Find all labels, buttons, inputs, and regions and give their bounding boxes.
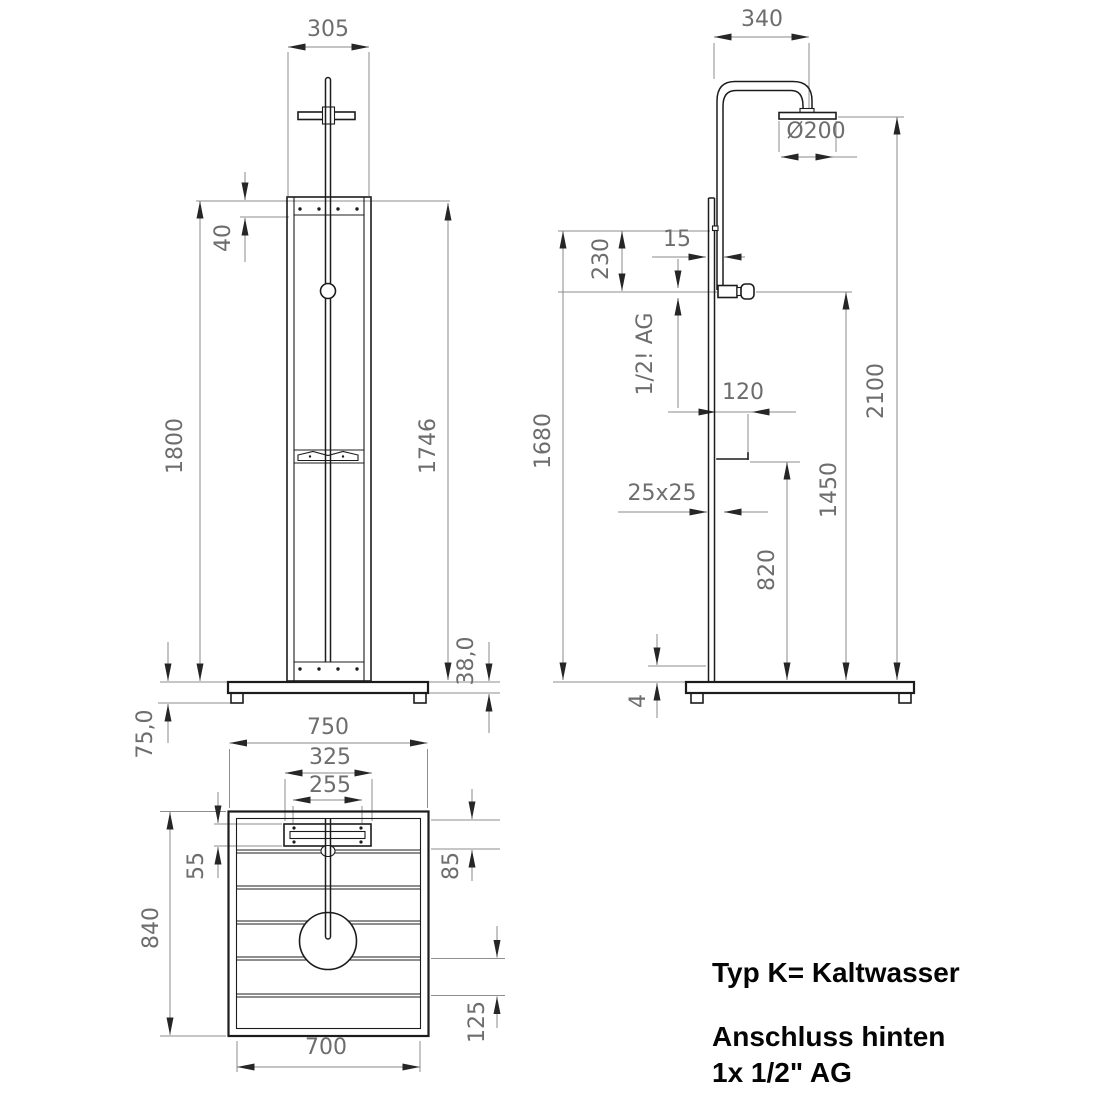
dim-front-width: 305 xyxy=(307,17,349,42)
dim-side-pipe-offset: 15 xyxy=(663,227,691,252)
front-extension-lines xyxy=(158,52,500,704)
top-platform-outline xyxy=(227,810,430,1038)
front-structure xyxy=(226,76,430,704)
dim-side-valve-height: 1450 xyxy=(817,462,842,518)
dim-side-riser-height: 1680 xyxy=(531,413,556,469)
note-type: Typ K= Kaltwasser xyxy=(712,957,960,988)
dim-side-head-diameter: Ø200 xyxy=(786,119,845,144)
front-view: 305 40 1800 1746 38,0 75,0 xyxy=(133,17,500,758)
top-post-clamp xyxy=(320,844,336,858)
dim-front-base-height: 75,0 xyxy=(133,710,158,759)
dim-top-bracket-width: 325 xyxy=(309,745,351,770)
dim-side-outlet-height: 820 xyxy=(755,549,780,591)
side-valve-knob xyxy=(740,283,755,300)
dim-front-inset: 40 xyxy=(211,224,236,252)
front-foot-left xyxy=(230,692,244,704)
dim-side-overhang: 340 xyxy=(741,7,783,32)
dim-top-inner-width: 700 xyxy=(305,1035,347,1060)
dim-top-hole-spacing: 255 xyxy=(309,773,351,798)
top-structure xyxy=(227,810,430,1038)
dim-side-thread: 1/2! AG xyxy=(633,313,658,396)
dim-top-edge-offset: 85 xyxy=(439,852,464,880)
front-base-plate xyxy=(226,680,430,695)
dim-top-bracket-depth: 55 xyxy=(184,852,209,880)
dim-side-total-height: 2100 xyxy=(864,363,889,419)
notes-block: Typ K= Kaltwasser Anschluss hinten 1x 1/… xyxy=(712,957,960,1088)
dim-front-height-total: 1800 xyxy=(163,418,188,474)
side-foot-left xyxy=(690,692,704,704)
note-connection-line2: 1x 1/2" AG xyxy=(712,1057,852,1088)
dim-top-width: 750 xyxy=(307,715,349,740)
side-view: 340 Ø200 230 15 1/2! AG 120 2100 1680 14… xyxy=(531,7,916,718)
dim-side-outlet-depth: 120 xyxy=(722,380,764,405)
front-panel-outline xyxy=(286,196,372,682)
top-shower-head-circle xyxy=(298,911,358,971)
side-structure xyxy=(684,80,916,704)
front-foot-right xyxy=(413,692,427,704)
dim-top-slat-offset: 125 xyxy=(465,1001,490,1043)
side-foot-right xyxy=(898,692,912,704)
top-dimension-lines xyxy=(166,739,501,1071)
dim-front-height-inner: 1746 xyxy=(416,418,441,474)
side-shower-head xyxy=(778,111,837,120)
side-base-plate xyxy=(684,680,916,695)
top-dimension-labels: 750 325 255 55 85 840 125 700 xyxy=(139,715,490,1060)
note-connection-line1: Anschluss hinten xyxy=(712,1021,945,1052)
side-pipe-clamp xyxy=(711,225,719,232)
front-dimension-labels: 305 40 1800 1746 38,0 75,0 xyxy=(133,17,479,758)
side-dimension-labels: 340 Ø200 230 15 1/2! AG 120 2100 1680 14… xyxy=(531,7,889,708)
dim-top-depth: 840 xyxy=(139,907,164,949)
dim-front-base-thickness: 38,0 xyxy=(454,637,479,686)
front-arm-connector xyxy=(321,106,336,125)
dim-side-plate-offset: 4 xyxy=(626,694,651,708)
side-valve-body xyxy=(717,284,738,299)
side-extension-lines xyxy=(553,43,904,683)
side-dimension-lines xyxy=(559,33,901,718)
dim-side-post-profile: 25x25 xyxy=(627,481,696,506)
front-dimension-lines xyxy=(164,43,493,743)
dim-side-head-drop: 230 xyxy=(589,238,614,280)
side-riser-pipe xyxy=(716,80,813,290)
top-extension-lines xyxy=(160,749,505,1072)
top-view: 750 325 255 55 85 840 125 700 xyxy=(139,715,505,1072)
front-shelf xyxy=(297,450,359,462)
front-valve-knob xyxy=(319,282,337,300)
